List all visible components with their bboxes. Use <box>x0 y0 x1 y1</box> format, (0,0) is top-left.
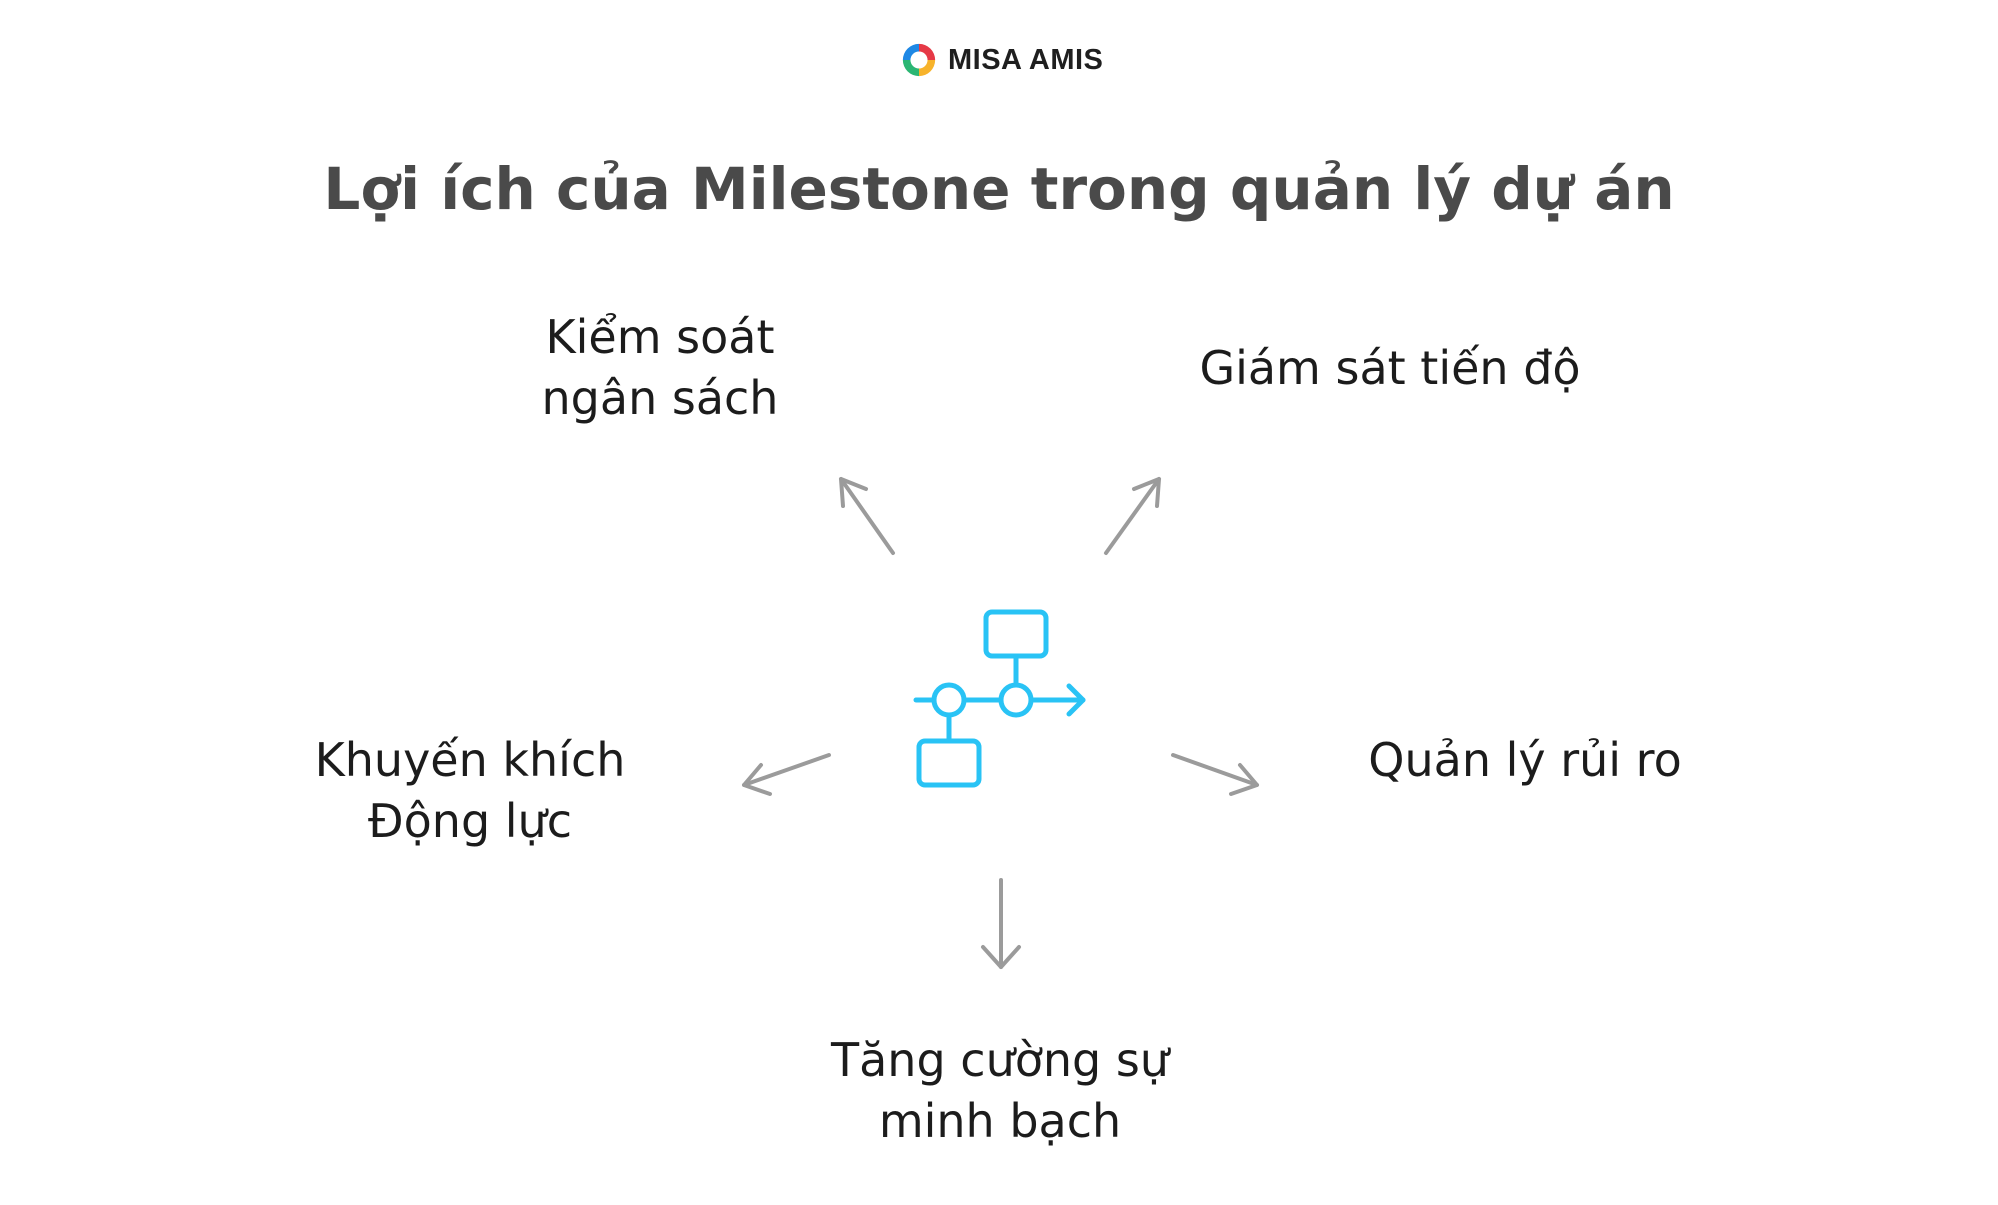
benefit-budget-control: Kiểm soát ngân sách <box>460 307 860 429</box>
benefit-label-line: ngân sách <box>541 371 779 425</box>
arrow-to-budget <box>839 477 895 555</box>
arrow-to-progress <box>1104 477 1161 555</box>
page-title: Lợi ích của Milestone trong quản lý dự á… <box>323 155 1675 223</box>
milestone-flow-icon <box>913 609 1086 788</box>
benefit-motivation: Khuyến khích Động lực <box>260 730 680 852</box>
benefit-transparency: Tăng cường sự minh bạch <box>780 1030 1220 1152</box>
benefit-label-line: Tăng cường sự <box>831 1033 1169 1087</box>
benefit-label-line: Giám sát tiến độ <box>1199 341 1581 395</box>
benefit-risk-management: Quản lý rủi ro <box>1310 730 1740 791</box>
benefit-label-line: Quản lý rủi ro <box>1368 733 1682 787</box>
arrow-to-motivation <box>742 753 831 796</box>
benefit-label-line: Kiểm soát <box>545 310 775 364</box>
arrow-to-transparency <box>981 878 1021 969</box>
benefit-label-line: Động lực <box>368 794 572 848</box>
arrow-to-risk <box>1171 753 1259 796</box>
benefit-label-line: minh bạch <box>878 1094 1122 1148</box>
brand-logo: MISA AMIS <box>900 40 1103 80</box>
misa-ring-icon <box>902 43 936 77</box>
brand-name: MISA AMIS <box>948 43 1104 76</box>
benefit-label-line: Khuyến khích <box>314 733 626 787</box>
benefit-progress-monitoring: Giám sát tiến độ <box>1150 338 1630 399</box>
